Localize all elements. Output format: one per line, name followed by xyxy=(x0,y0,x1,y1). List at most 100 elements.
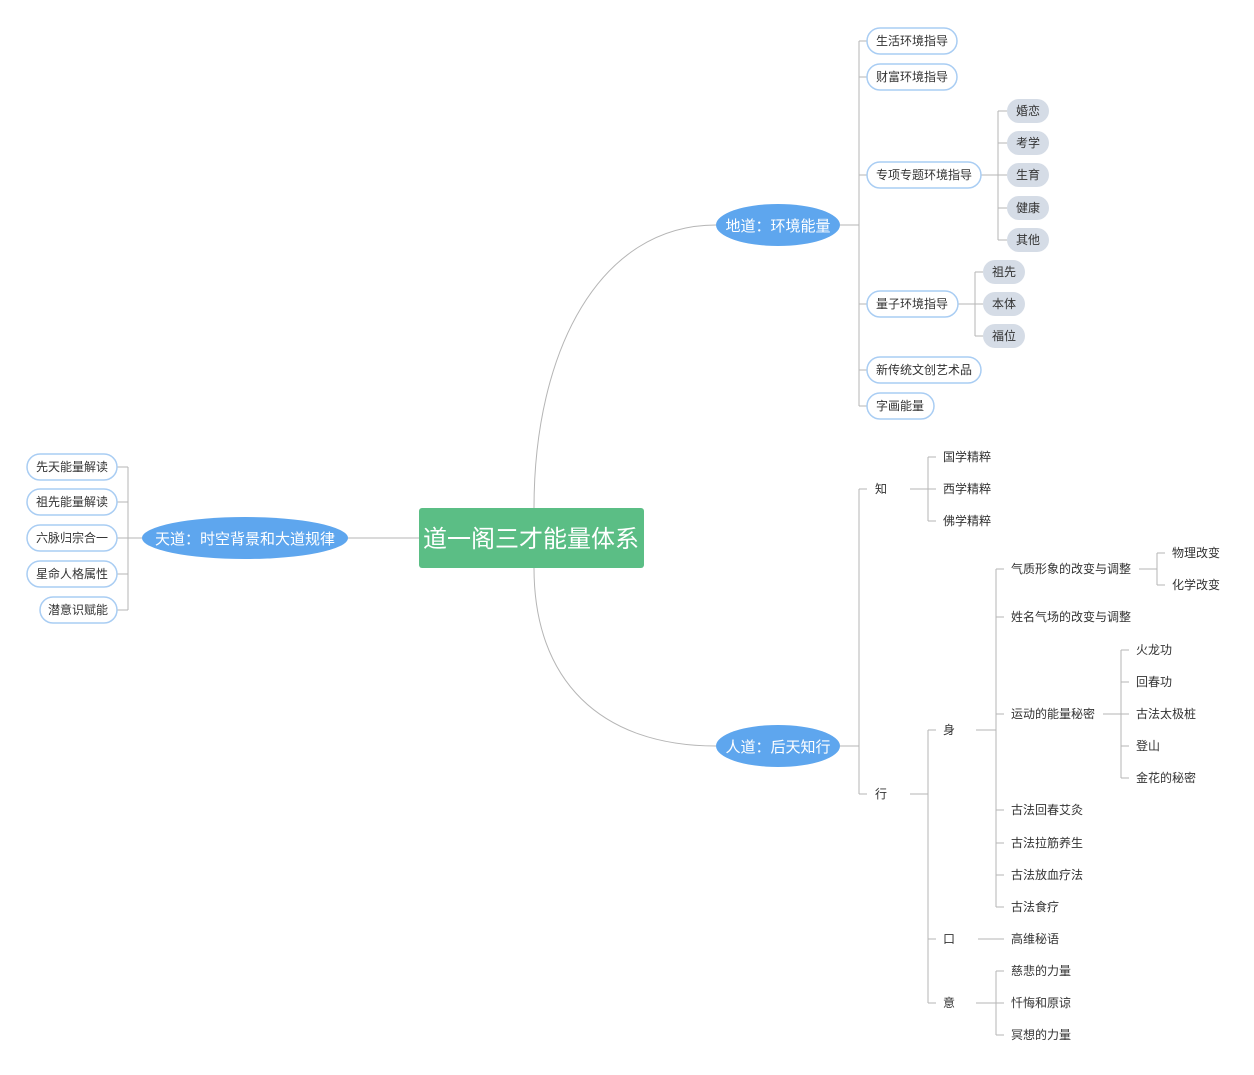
yi-node[interactable]: 意 xyxy=(943,995,955,1010)
branch-tiandao[interactable]: 天道：时空背景和大道规律 xyxy=(142,517,348,559)
zhuanxiang-child-label: 考学 xyxy=(1016,135,1040,150)
zhuanxiang-child-label: 健康 xyxy=(1016,200,1040,215)
connectors xyxy=(117,40,1165,1036)
root-box xyxy=(419,508,644,568)
link-root-rendao xyxy=(533,567,717,747)
shen-child-fangxue[interactable]: 古法放血疗法 xyxy=(1011,867,1083,882)
tiandao-item-label: 星命人格属性 xyxy=(36,566,108,581)
branch-tiandao-shape xyxy=(142,517,348,559)
zhuanxiang-child[interactable]: 生育 xyxy=(1007,163,1049,187)
kou-node[interactable]: 口 xyxy=(943,932,955,946)
root-node[interactable]: 道一阁三才能量体系 xyxy=(419,508,644,568)
gray-node-shape xyxy=(1007,163,1049,187)
didao-item-caifu[interactable]: 财富环境指导 xyxy=(866,63,958,91)
link-shen-bracket xyxy=(976,568,1004,908)
didao-item-label: 新传统文创艺术品 xyxy=(876,362,972,377)
xing-node[interactable]: 行 xyxy=(875,787,887,801)
branch-tiandao-label: 天道：时空背景和大道规律 xyxy=(155,530,335,548)
zhuanxiang-child[interactable]: 考学 xyxy=(1007,131,1049,155)
shen-node[interactable]: 身 xyxy=(943,722,955,737)
zhuanxiang-child[interactable]: 其他 xyxy=(1007,228,1049,252)
link-yundong-bracket xyxy=(1103,649,1129,779)
didao-item-label: 财富环境指导 xyxy=(876,69,948,84)
liangzi-child-label: 本体 xyxy=(992,297,1016,311)
shen-child-aijiu[interactable]: 古法回春艾灸 xyxy=(1011,802,1083,817)
branch-didao[interactable]: 地道：环境能量 xyxy=(716,204,840,246)
link-zhi-bracket xyxy=(910,456,936,522)
didao-item-zhuanxiang[interactable]: 专项专题环境指导 xyxy=(866,161,982,189)
gray-node-shape xyxy=(1007,228,1049,252)
link-qizhi-bracket xyxy=(1139,552,1165,586)
link-liangzi-bracket xyxy=(958,271,983,337)
liangzi-child-label: 福位 xyxy=(992,328,1016,343)
liangzi-child[interactable]: 祖先 xyxy=(983,260,1025,284)
gray-node-shape xyxy=(1007,131,1049,155)
didao-item-liangzi[interactable]: 量子环境指导 xyxy=(866,290,959,318)
link-tiandao-bracket xyxy=(117,466,142,611)
branch-rendao[interactable]: 人道：后天知行 xyxy=(716,725,840,767)
yi-child[interactable]: 忏悔和原谅 xyxy=(1011,995,1071,1010)
zhi-child[interactable]: 西学精粹 xyxy=(943,481,991,496)
pill-shape xyxy=(26,488,118,516)
branch-rendao-label: 人道：后天知行 xyxy=(725,738,830,756)
didao-item-label: 字画能量 xyxy=(876,398,924,413)
didao-item-label: 生活环境指导 xyxy=(876,33,948,48)
zhuanxiang-child-label: 其他 xyxy=(1016,233,1040,247)
gray-node-shape xyxy=(983,260,1025,284)
yundong-child[interactable]: 金花的秘密 xyxy=(1136,770,1196,785)
link-didao-bracket xyxy=(840,40,867,407)
kou-child[interactable]: 高维秘语 xyxy=(1011,931,1059,946)
tiandao-item-label: 祖先能量解读 xyxy=(36,494,108,509)
gray-node-shape xyxy=(983,292,1025,316)
zhuanxiang-child[interactable]: 健康 xyxy=(1007,196,1049,220)
pill-shape xyxy=(866,63,958,91)
qizhi-child[interactable]: 物理改变 xyxy=(1172,545,1220,560)
liangzi-child-label: 祖先 xyxy=(992,264,1016,279)
branch-rendao-shape xyxy=(716,725,840,767)
tiandao-item[interactable]: 潜意识赋能 xyxy=(39,596,118,624)
gray-node-shape xyxy=(1007,99,1049,123)
pill-shape xyxy=(26,524,118,552)
liangzi-child[interactable]: 本体 xyxy=(983,292,1025,316)
branch-didao-shape xyxy=(716,204,840,246)
tiandao-item-label: 潜意识赋能 xyxy=(48,602,108,617)
didao-item-zihua[interactable]: 字画能量 xyxy=(866,392,935,420)
pill-shape xyxy=(26,453,118,481)
zhuanxiang-child-label: 生育 xyxy=(1016,167,1040,182)
tiandao-item[interactable]: 先天能量解读 xyxy=(26,453,118,481)
yundong-child[interactable]: 登山 xyxy=(1136,738,1160,753)
link-rendao-bracket xyxy=(840,488,867,795)
zhi-child[interactable]: 国学精粹 xyxy=(943,449,991,464)
yi-child[interactable]: 冥想的力量 xyxy=(1011,1027,1071,1042)
zhi-child[interactable]: 佛学精粹 xyxy=(943,513,991,528)
didao-item-xinchuantong[interactable]: 新传统文创艺术品 xyxy=(866,356,982,384)
pill-shape xyxy=(866,161,982,189)
tiandao-item-label: 先天能量解读 xyxy=(36,460,108,474)
yundong-child[interactable]: 火龙功 xyxy=(1136,643,1172,657)
yundong-child[interactable]: 古法太极桩 xyxy=(1136,706,1196,721)
root-label: 道一阁三才能量体系 xyxy=(423,525,639,553)
link-xing-bracket xyxy=(910,729,936,1004)
shen-child-qizhi[interactable]: 气质形象的改变与调整 xyxy=(1011,561,1131,576)
pill-shape xyxy=(866,27,958,55)
link-zhuanxiang-bracket xyxy=(981,110,1007,241)
tiandao-item[interactable]: 星命人格属性 xyxy=(26,560,118,588)
liangzi-child[interactable]: 福位 xyxy=(983,324,1025,348)
tiandao-item[interactable]: 六脉归宗合一 xyxy=(26,524,118,552)
yundong-child[interactable]: 回春功 xyxy=(1136,675,1172,689)
shen-child-shiliao[interactable]: 古法食疗 xyxy=(1011,899,1059,914)
pill-shape xyxy=(26,560,118,588)
zhi-node[interactable]: 知 xyxy=(875,482,887,496)
shen-child-xingming[interactable]: 姓名气场的改变与调整 xyxy=(1011,609,1131,624)
qizhi-child[interactable]: 化学改变 xyxy=(1172,577,1220,592)
zhuanxiang-child[interactable]: 婚恋 xyxy=(1007,99,1049,123)
tiandao-item[interactable]: 祖先能量解读 xyxy=(26,488,118,516)
yi-child[interactable]: 慈悲的力量 xyxy=(1011,963,1071,978)
didao-item-shenghuo[interactable]: 生活环境指导 xyxy=(866,27,958,55)
didao-item-label: 量子环境指导 xyxy=(876,296,948,311)
shen-child-lajin[interactable]: 古法拉筋养生 xyxy=(1011,835,1083,850)
pill-shape xyxy=(39,596,118,624)
shen-child-yundong[interactable]: 运动的能量秘密 xyxy=(1011,706,1095,721)
zhuanxiang-child-label: 婚恋 xyxy=(1016,103,1040,118)
